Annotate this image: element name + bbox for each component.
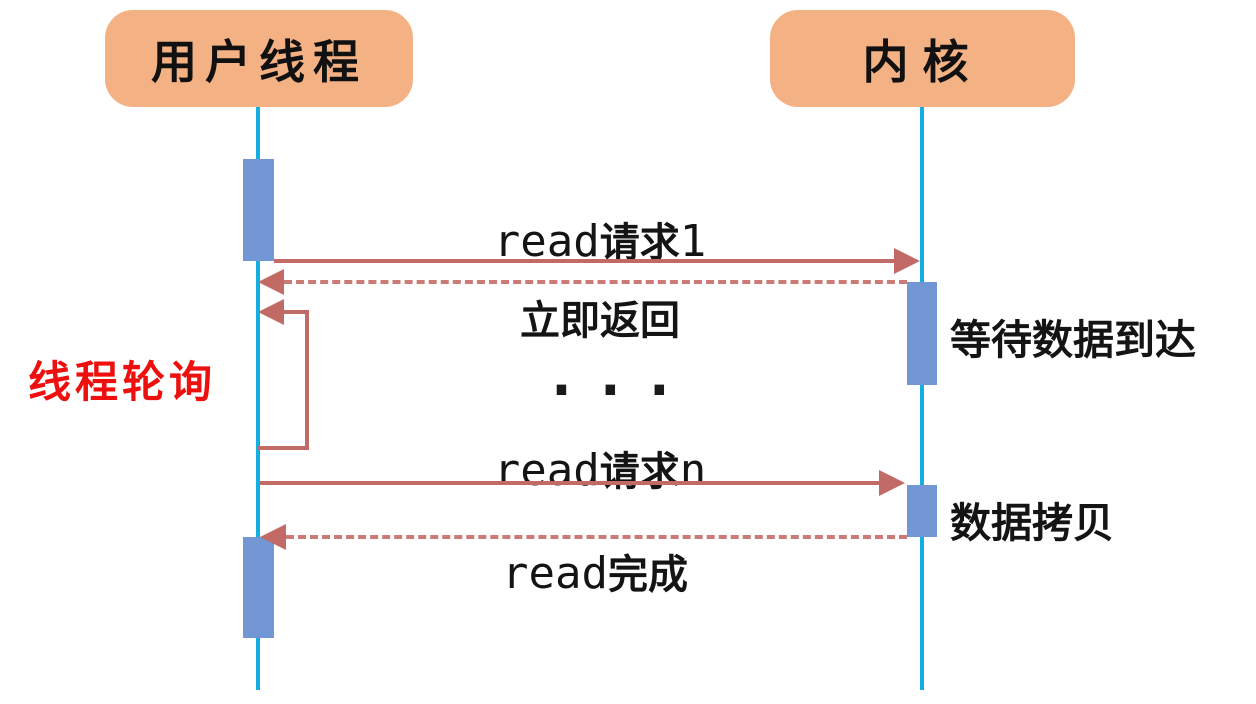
- polling-loop-arrowhead-icon: [258, 299, 284, 325]
- ellipsis-dots: ...: [544, 345, 677, 405]
- message-label-read-request-n: read请求n: [440, 439, 760, 497]
- polling-text: 线程轮询: [28, 359, 216, 407]
- actor-kernel-header: 内核: [770, 10, 1075, 107]
- user-activation-bar-1: [243, 159, 274, 261]
- note-data-copy: 数据拷贝: [950, 489, 1114, 549]
- read-complete-latin: read: [502, 548, 608, 599]
- read-request-1-arrowhead-icon: [894, 248, 920, 274]
- read-request-n-num: n: [679, 445, 707, 496]
- user-thread-lifeline: [256, 107, 260, 690]
- data-copy-text: 数据拷贝: [950, 500, 1114, 546]
- polling-loop-vertical-segment: [305, 310, 309, 450]
- note-wait-data: 等待数据到达: [950, 306, 1196, 366]
- user-activation-bar-2: [243, 537, 274, 638]
- message-label-read-complete: read完成: [430, 542, 760, 600]
- polling-loop-bottom-segment: [258, 446, 309, 450]
- polling-loop-top-segment: [282, 310, 309, 314]
- read-request-n-arrowhead-icon: [879, 470, 905, 496]
- kernel-lifeline: [920, 107, 924, 690]
- actor-user-thread-label: 用户线程: [151, 35, 367, 88]
- read-request-1-cjk: 请求: [599, 221, 680, 265]
- actor-kernel-label: 内核: [862, 35, 983, 88]
- immediate-return-text: 立即返回: [520, 299, 680, 343]
- message-label-immediate-return: 立即返回: [440, 288, 760, 346]
- read-request-1-latin: read: [493, 216, 600, 267]
- read-request-n-arrow-shaft: [260, 481, 881, 485]
- kernel-activation-bar-wait: [907, 282, 937, 385]
- read-request-n-latin: read: [493, 445, 600, 496]
- actor-user-thread-header: 用户线程: [105, 10, 413, 107]
- read-complete-arrowhead-icon: [260, 524, 286, 550]
- ellipsis-text: ...: [544, 341, 691, 409]
- read-request-1-arrow-shaft: [274, 259, 896, 263]
- polling-label: 线程轮询: [28, 348, 216, 410]
- read-request-n-cjk: 请求: [599, 450, 680, 494]
- kernel-activation-bar-copy: [907, 485, 937, 537]
- read-complete-arrow-shaft: [286, 535, 907, 539]
- read-complete-cjk: 完成: [607, 553, 688, 597]
- immediate-return-arrow-shaft: [284, 280, 907, 284]
- wait-data-text: 等待数据到达: [950, 317, 1196, 363]
- read-request-1-num: 1: [679, 216, 707, 267]
- immediate-return-arrowhead-icon: [258, 269, 284, 295]
- message-label-read-request-1: read请求1: [440, 210, 760, 268]
